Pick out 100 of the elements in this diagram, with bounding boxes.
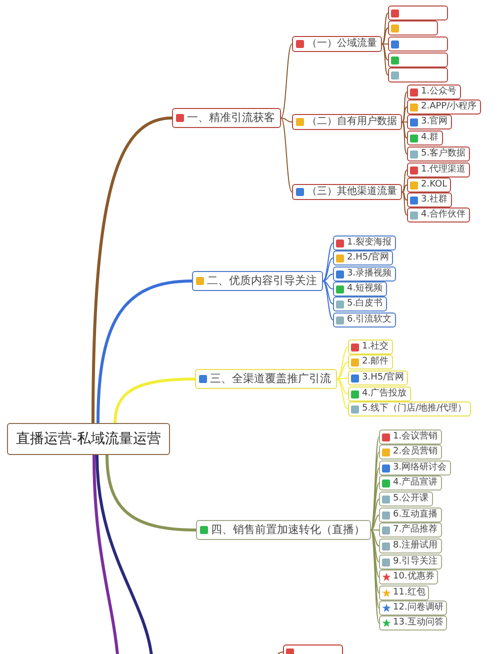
connector-line	[402, 122, 408, 138]
topic-label: 3.录播视频	[347, 268, 392, 280]
central-topic-box	[7, 423, 170, 455]
topic-box	[379, 430, 442, 444]
topic-label: 二、优质内容引导关注	[207, 274, 317, 288]
topic-label: 四、销售前置加速转化（直播）	[211, 523, 365, 537]
topic-label: 直播运营-私域流量运营	[16, 430, 161, 448]
topic-label: 4.合作伙伴	[421, 210, 466, 220]
topic-label: 4.广告投放	[362, 388, 407, 400]
topic-box	[388, 20, 438, 36]
topic-box	[388, 52, 448, 68]
topic-label: 3.网络研讨会	[393, 462, 447, 474]
topic-label: （一）公域流量	[307, 38, 377, 50]
connector-line	[322, 258, 334, 282]
connector-line	[402, 170, 408, 192]
topic-box	[333, 250, 394, 266]
topic-label: 1.代理渠道	[421, 164, 466, 176]
connector-line	[370, 468, 380, 530]
topic-box	[348, 354, 393, 370]
topic-label: 5.白皮书	[347, 298, 383, 310]
connector-line	[336, 378, 348, 394]
topic-box	[192, 271, 323, 291]
connector-line	[106, 454, 196, 532]
connector-line	[114, 378, 196, 424]
connector-line	[96, 280, 192, 424]
topic-label: 3.社群	[421, 194, 448, 206]
topic-box	[379, 586, 430, 600]
topic-box	[292, 114, 402, 130]
connector-line	[382, 44, 388, 60]
connector-line	[370, 530, 380, 608]
topic-box	[379, 616, 448, 630]
topic-box	[333, 296, 387, 312]
topic-label: 3.官网	[421, 116, 448, 128]
topic-label: 2.邮件	[362, 356, 389, 368]
topic-box	[379, 554, 442, 570]
connector-line	[370, 530, 380, 624]
topic-box	[407, 162, 470, 178]
topic-box	[348, 386, 411, 402]
topic-label: 三、全渠道覆盖推广引流	[210, 372, 331, 386]
topic-box	[172, 108, 281, 128]
topic-box	[407, 84, 461, 100]
topic-label: 6.引流软文	[347, 314, 392, 326]
connector-line	[92, 454, 120, 654]
topic-box	[407, 130, 443, 146]
topic-label: 5.线下（门店/地推/代理）	[362, 404, 467, 414]
connector-line	[280, 44, 292, 118]
topic-label: 4.产品宣讲	[393, 478, 438, 488]
topic-label: 2.KOL	[421, 180, 448, 190]
topic-box	[407, 208, 470, 222]
topic-box	[348, 402, 471, 416]
topic-box	[333, 266, 396, 282]
topic-box	[379, 538, 442, 554]
topic-box	[292, 36, 382, 52]
connector-line	[402, 106, 408, 122]
connector-line	[370, 530, 380, 594]
topic-label: 1.社交	[362, 342, 389, 352]
connector-line	[382, 44, 388, 76]
topic-box	[348, 370, 408, 386]
topic-label: 3.H5/官网	[362, 372, 404, 384]
connector-line	[96, 454, 154, 654]
connector-line	[370, 514, 380, 530]
topic-box	[379, 444, 442, 460]
topic-box	[379, 460, 451, 476]
topic-label: 6.互动直播	[393, 510, 438, 520]
topic-label: 12.问卷调研	[393, 602, 444, 614]
topic-label: 9.引导关注	[393, 556, 438, 568]
topic-box	[379, 508, 442, 522]
connector-line	[382, 12, 388, 44]
topic-label: （三）其他渠道流量	[307, 186, 397, 198]
topic-box	[379, 600, 448, 616]
connector-line	[370, 530, 380, 562]
connector-line	[402, 192, 408, 200]
topic-box	[407, 146, 470, 162]
topic-label: 8.注册试用	[393, 540, 438, 552]
connector-line	[322, 280, 334, 304]
connector-line	[280, 118, 292, 192]
topic-box	[407, 114, 452, 130]
topic-box	[333, 236, 396, 250]
topic-label: 2.H5/官网	[347, 252, 390, 264]
topic-label: 1.公众号	[421, 86, 457, 98]
topic-label: 11.红包	[393, 588, 426, 598]
topic-label: 2.APP/小程序	[421, 102, 477, 112]
topic-label: 1.会议营销	[393, 432, 438, 442]
topic-label: 5.客户数据	[421, 148, 466, 160]
topic-box	[195, 369, 337, 389]
topic-label: 4.短视频	[347, 284, 383, 294]
connector-line	[322, 280, 334, 320]
topic-box	[388, 6, 448, 20]
connector-line	[402, 122, 408, 154]
topic-box	[348, 340, 393, 354]
topic-box	[196, 520, 371, 540]
connector-line	[402, 184, 408, 192]
connector-line	[370, 530, 380, 546]
connector-line	[370, 452, 380, 530]
topic-box	[379, 570, 438, 584]
connector-line	[322, 274, 334, 282]
topic-label: 1.裂变海报	[347, 238, 392, 248]
connector-line	[322, 242, 334, 282]
topic-box	[292, 184, 402, 200]
connector-line	[382, 28, 388, 44]
